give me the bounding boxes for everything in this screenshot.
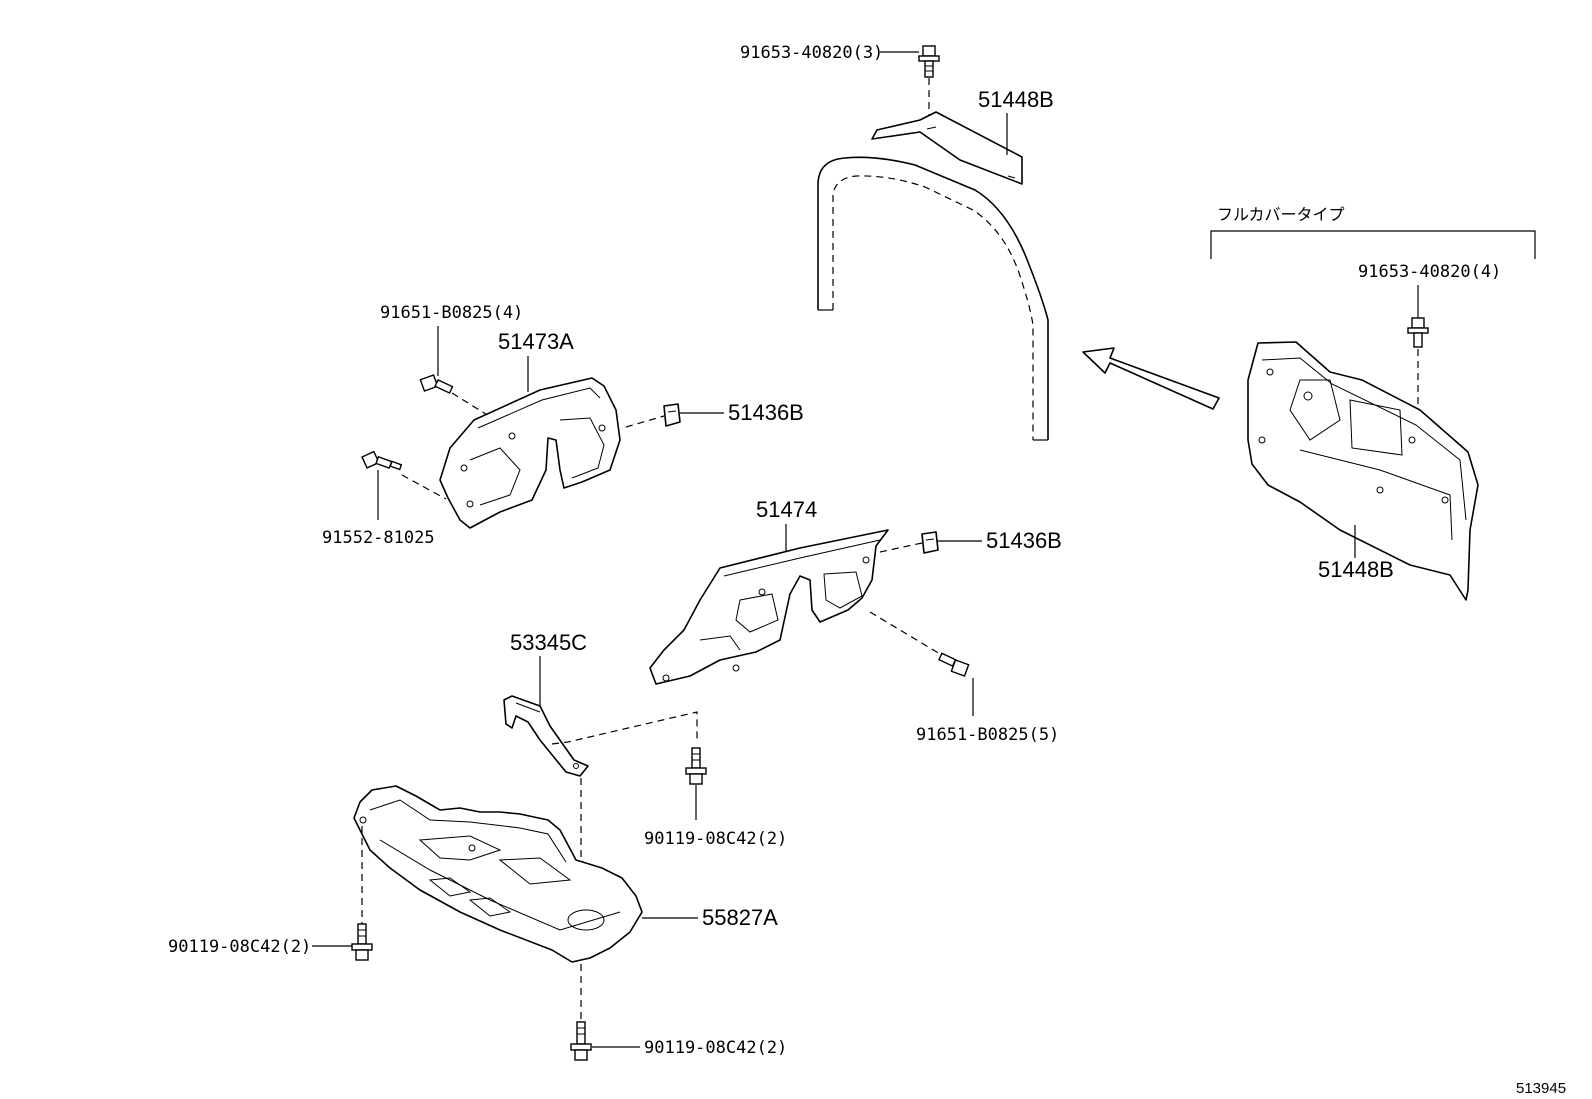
bolt-left-upper xyxy=(419,374,454,394)
label-bolt-bracket: 90119-08C42(2) xyxy=(644,829,787,849)
label-panel-right: 51448B xyxy=(1318,557,1394,582)
cover-left-51473a xyxy=(439,377,621,529)
label-bracket: 53345C xyxy=(510,630,587,655)
label-bolt-right-panel: 91653-40820(4) xyxy=(1358,262,1501,282)
label-screw-left: 91552-81025 xyxy=(322,528,435,548)
label-shield-top: 51448B xyxy=(978,87,1054,112)
bolt-center-right xyxy=(938,652,970,677)
label-clip-lower: 51436B xyxy=(986,528,1062,553)
bolt-top-center xyxy=(918,45,940,78)
bolt-bracket xyxy=(685,747,707,785)
label-skid-plate: 55827A xyxy=(702,905,778,930)
label-bolt-top-center: 91653-40820(3) xyxy=(740,43,883,63)
clip-upper xyxy=(663,403,681,427)
label-cover-center: 51474 xyxy=(756,497,817,522)
label-bolt-skid-bottom: 90119-08C42(2) xyxy=(644,1038,787,1058)
label-bolt-center-right: 91651-B0825(5) xyxy=(916,725,1059,745)
label-bolt-skid-left: 90119-08C42(2) xyxy=(168,937,311,957)
skid-plate-55827a xyxy=(353,785,643,963)
label-clip-upper: 51436B xyxy=(728,400,804,425)
label-cover-left: 51473A xyxy=(498,329,574,354)
screw-left xyxy=(361,450,403,471)
bolt-skid-bottom xyxy=(570,1021,592,1061)
variant-note: フルカバータイプ xyxy=(1217,205,1345,224)
clip-lower xyxy=(921,531,939,554)
shield-top-51448b xyxy=(871,111,1023,185)
cover-center-51474 xyxy=(649,529,889,685)
bracket-53345c xyxy=(503,695,589,777)
figure-number: 513945 xyxy=(1516,1080,1566,1097)
label-bolt-left-upper: 91651-B0825(4) xyxy=(380,303,523,323)
rear-cover-outline xyxy=(817,156,1049,441)
bolt-skid-left xyxy=(351,923,373,961)
direction-arrow xyxy=(1082,347,1220,410)
bolt-right-panel xyxy=(1407,317,1429,348)
panel-right-51448b xyxy=(1247,341,1479,601)
